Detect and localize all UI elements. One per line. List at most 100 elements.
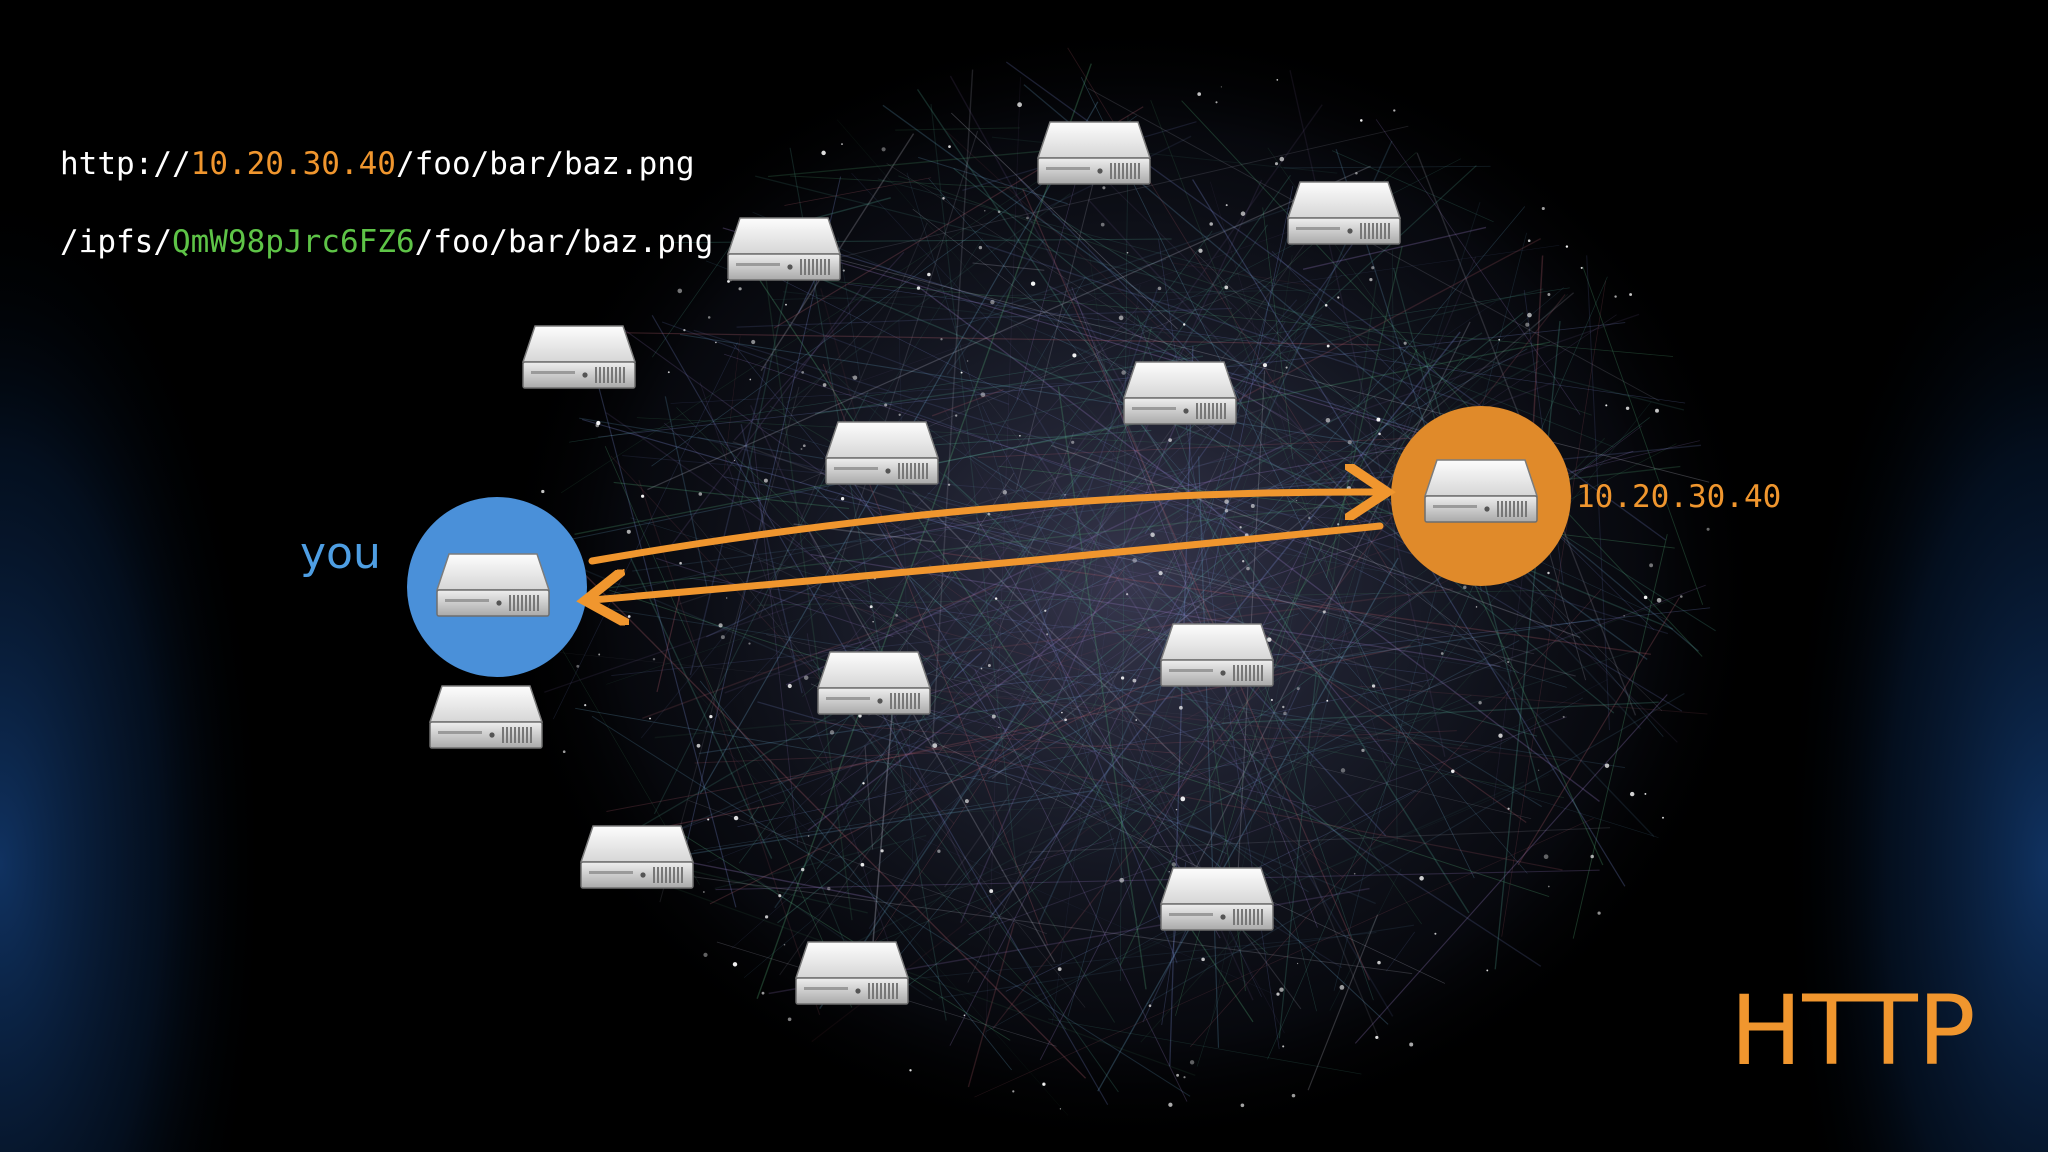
network-filament [847,283,1686,404]
network-node-dot [964,799,969,804]
network-node-dot [840,497,845,501]
internet-map-cloud [490,15,1770,1152]
network-filament [842,305,1140,650]
network-filament [1211,830,1309,893]
network-filament [1354,694,1668,1044]
network-filament [604,446,853,1008]
network-filament [784,721,1067,1029]
network-node-dot [1597,911,1601,915]
network-node-dot [1378,432,1381,436]
network-filament [992,277,1086,445]
network-filament [945,130,1342,495]
network-node-dot [1565,245,1569,248]
network-filament [724,381,1554,694]
network-filament [1494,320,1561,970]
network-filament [574,341,1551,535]
network-filament [1052,588,1111,1024]
network-node-dot [1126,251,1129,254]
network-filament [1181,100,1703,657]
network-filament [1025,288,1159,675]
network-filament [724,335,741,471]
network-node-dot [1376,417,1381,422]
network-node-dot [1072,353,1077,358]
network-filament [755,175,1685,411]
network-filament [1074,149,1678,743]
network-node-dot [990,299,995,305]
network-node-dot [1614,295,1617,298]
network-node-dot [1064,718,1067,722]
network-filament [638,479,821,1016]
network-node-dot [1224,499,1229,504]
network-filament [770,759,852,960]
network-node-dot [1337,296,1340,299]
network-node-dot [852,375,858,380]
network-node-dot [787,683,792,689]
network-node-dot [1046,633,1049,636]
network-node-dot [1017,102,1022,108]
network-filament [953,651,983,679]
network-filament [1052,213,1716,632]
network-filament [1123,493,1422,925]
network-filament [786,193,1071,404]
network-filament [659,386,800,903]
network-filament [632,458,1482,572]
network-filament [699,680,1013,1071]
network-node-dot [881,147,886,152]
network-filament [868,521,1454,634]
network-node-dot [1121,370,1126,375]
network-node-dot [1197,92,1202,96]
network-node-dot [1225,204,1228,207]
network-node-dot [1369,278,1373,282]
network-filament [1062,584,1706,826]
network-node-dot [987,664,991,667]
network-node-dot [1644,792,1647,795]
network-filament [664,422,1101,816]
network-filament [1067,225,1292,1017]
network-node-dot [1322,610,1326,614]
network-filament [552,342,738,720]
network-node-dot [1541,206,1545,211]
network-filament [1048,1018,1362,1075]
network-node-dot [1019,435,1021,437]
network-node-dot [1625,406,1630,411]
network-node-dot [1537,769,1540,771]
network-filament [694,730,1457,764]
network-node-dot [1339,985,1345,990]
network-filament [782,291,1243,342]
network-filament [806,633,812,661]
network-node-dot [1057,967,1062,971]
network-filament [1150,100,1380,700]
network-node-dot [1507,660,1510,664]
network-filament [756,63,1092,999]
network-node-dot [733,459,736,462]
network-filament [1211,186,1294,582]
network-filament [941,512,1493,705]
network-filament [1057,386,1147,990]
network-node-dot [829,730,835,735]
network-filament [1210,181,1392,783]
network-node-dot [1451,769,1455,774]
network-filament [1517,597,1680,866]
network-node-dot [1100,222,1105,227]
network-filament [605,412,1141,786]
network-filament [790,175,1028,190]
network-node-dot [1527,239,1531,242]
network-filament [916,563,1344,879]
network-filament [705,436,984,729]
network-node-dot [679,561,682,565]
network-filament [1001,838,1115,872]
network-filament [1209,717,1247,992]
network-node-dot [703,891,705,893]
network-node-dot [720,635,725,640]
network-filament [1015,184,1094,490]
network-filament [816,224,1268,870]
network-node-dot [1175,808,1178,811]
network-node-dot [1158,570,1163,576]
network-filament [678,407,1265,605]
network-filament [1060,346,1300,763]
network-filament [598,322,1626,438]
network-filament [613,481,850,510]
network-filament [888,867,1040,908]
network-node-dot [858,714,862,718]
network-node-dot [1002,490,1008,495]
